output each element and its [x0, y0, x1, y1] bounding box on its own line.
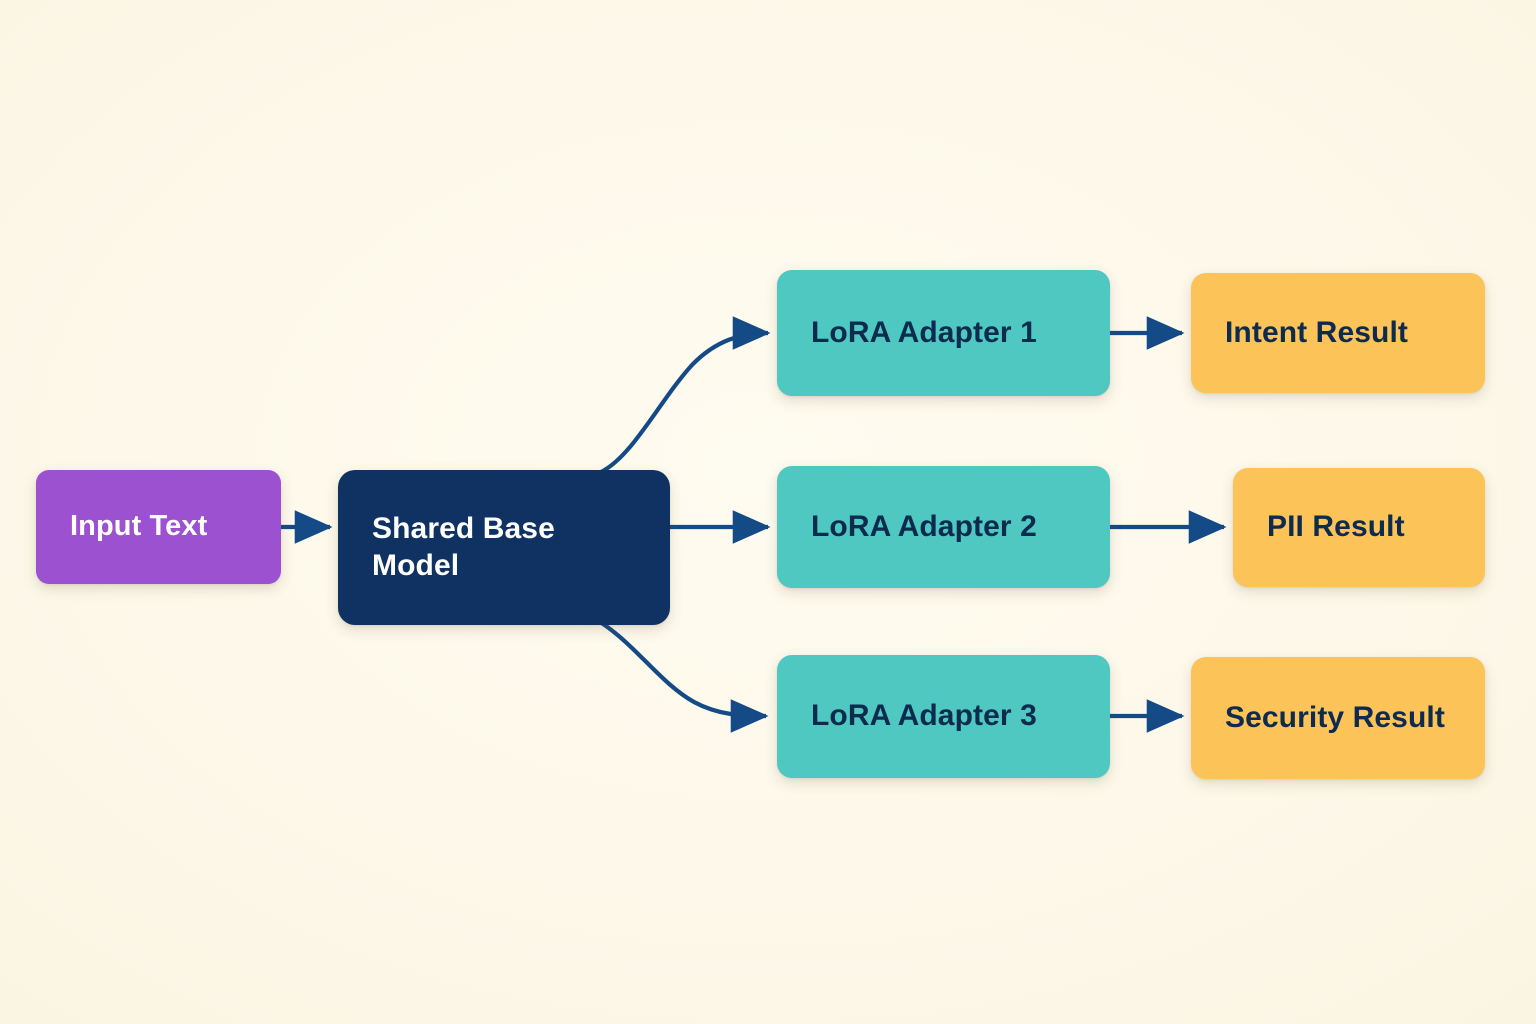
node-input-text-label: Input Text [70, 510, 208, 543]
node-lora-adapter-2-label: LoRA Adapter 2 [811, 509, 1037, 543]
node-intent-result-label: Intent Result [1225, 315, 1408, 349]
node-lora-adapter-1-label: LoRA Adapter 1 [811, 315, 1037, 349]
edge-base-to-adapter-1 [600, 316, 771, 474]
node-shared-base-model-label: Shared Base Model [372, 511, 555, 582]
node-security-result[interactable]: Security Result [1191, 657, 1485, 779]
node-security-result-label: Security Result [1225, 700, 1445, 734]
node-lora-adapter-2[interactable]: LoRA Adapter 2 [777, 466, 1110, 588]
node-lora-adapter-1[interactable]: LoRA Adapter 1 [777, 270, 1110, 396]
edge-base-to-adapter-3 [598, 620, 769, 733]
node-input-text[interactable]: Input Text [36, 470, 281, 584]
node-shared-base-model[interactable]: Shared Base Model [338, 470, 670, 625]
node-lora-adapter-3-label: LoRA Adapter 3 [811, 699, 1037, 733]
node-intent-result[interactable]: Intent Result [1191, 273, 1485, 393]
node-lora-adapter-3[interactable]: LoRA Adapter 3 [777, 655, 1110, 778]
node-pii-result[interactable]: PII Result [1233, 468, 1485, 587]
node-pii-result-label: PII Result [1267, 510, 1405, 544]
